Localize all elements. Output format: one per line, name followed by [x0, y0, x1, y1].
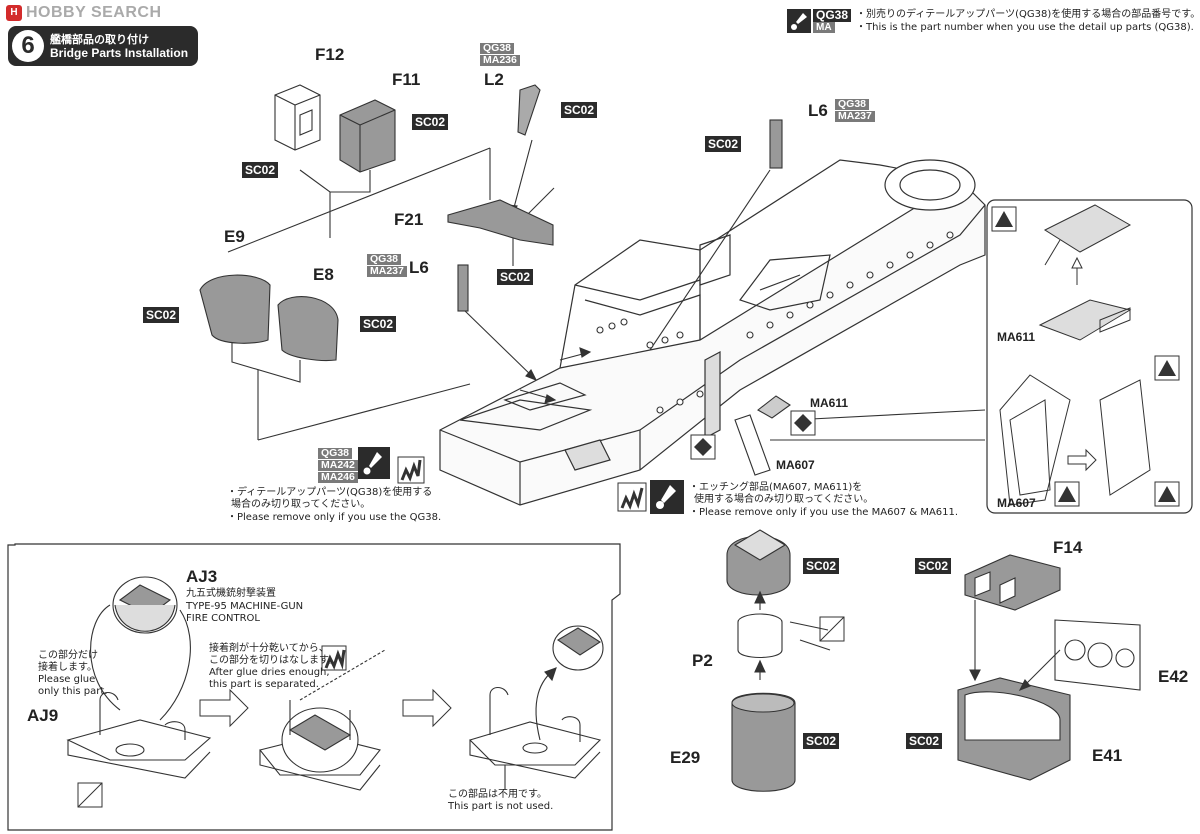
part-l6-ladder-b	[457, 264, 469, 312]
color-code-tag: SC02	[412, 114, 449, 130]
qg38-note-jp-2: 場合のみ切り取ってください。	[231, 499, 371, 510]
etch-diamond-icons	[690, 206, 1180, 507]
part-f21	[447, 199, 554, 246]
qg38-code-tag: MA242	[318, 460, 358, 471]
glue-note-jp-2: 接着します。	[38, 662, 97, 673]
plane-line-upper-left	[227, 147, 491, 253]
part-f11	[339, 99, 396, 173]
unused-note-en: This part is not used.	[448, 801, 554, 812]
part-label-ma611-inset: MA611	[997, 330, 1036, 344]
qg38-tag: QG38	[480, 43, 515, 54]
color-code-tag: SC02	[143, 307, 180, 323]
part-f12	[274, 84, 321, 151]
flow-arrow-1	[199, 688, 249, 728]
color-code-tag: SC02	[906, 733, 943, 749]
qg38-tag: QG38	[367, 254, 402, 265]
color-code-tag: SC02	[803, 733, 840, 749]
qg38-code-tag: MA236	[480, 55, 520, 66]
part-label-ma607-inset: MA607	[997, 496, 1036, 510]
legend-code-bottom: MA	[813, 22, 835, 33]
arrow-l6	[463, 309, 537, 381]
glue-note-en-1: Please glue	[38, 674, 96, 685]
legend-code-top: QG38	[813, 9, 852, 22]
part-l2	[517, 84, 541, 136]
qg38-tag: QG38	[318, 448, 353, 459]
part-label-e42: E42	[1158, 667, 1189, 686]
etch-note-jp-1: ・エッチング部品(MA607, MA611)を	[689, 482, 863, 493]
legend-note-en: ・This is the part number when you use th…	[856, 22, 1194, 33]
part-ma611-small	[757, 395, 791, 419]
part-label-e29: E29	[670, 748, 701, 767]
color-code-tag: SC02	[915, 558, 952, 574]
part-e9	[199, 274, 271, 344]
part-label-p2: P2	[692, 651, 713, 670]
center-assembly	[726, 529, 831, 792]
part-label-l6-top: L6	[808, 101, 828, 120]
part-label-l6-mid: L6	[409, 258, 429, 277]
glue-note-en-2: only this part.	[38, 686, 108, 697]
qg38-tag: QG38	[835, 99, 870, 110]
part-label-f11: F11	[392, 70, 421, 89]
part-label-f12: F12	[315, 45, 345, 64]
flow-arrow-2	[402, 688, 452, 728]
part-label-ma607-small: MA607	[776, 458, 815, 472]
part-label-l2: L2	[484, 70, 504, 89]
bracket-f12-f11	[299, 169, 371, 193]
color-code-tag: SC02	[561, 102, 598, 118]
glue-note-jp-1: この部分だけ	[38, 650, 98, 661]
dry-note-en-1: After glue dries enough,	[209, 667, 330, 678]
color-code-tag: SC02	[705, 136, 742, 152]
part-label-f21: F21	[394, 210, 424, 229]
legend-note-jp: ・別売りのディテールアップパーツ(QG38)を使用する場合の部品番号です。	[856, 9, 1200, 20]
part-label-aj9: AJ9	[27, 706, 59, 725]
color-code-tag: SC02	[497, 269, 534, 285]
dry-note-en-2: this part is separated.	[209, 679, 319, 690]
arrow-l2	[511, 139, 533, 216]
color-code-tag: SC02	[360, 316, 397, 332]
qg38-code-tag: MA246	[318, 472, 358, 483]
step-header: 6 艦橋部品の取り付け Bridge Parts Installation	[8, 26, 198, 66]
etch-note-jp-2: 使用する場合のみ切り取ってください。	[694, 494, 874, 505]
dry-note-jp-1: 接着剤が十分乾いてから、	[209, 643, 329, 654]
legend-icon	[787, 9, 811, 33]
part-label-e8: E8	[313, 265, 334, 284]
etch-note-en: ・Please remove only if you use the MA607…	[689, 507, 959, 518]
dry-note-jp-2: この部分を切りはなします。	[209, 655, 338, 666]
part-label-e41: E41	[1092, 746, 1123, 765]
hobby-search-logo: H HOBBY SEARCH	[6, 4, 162, 22]
part-label-f14: F14	[1053, 538, 1083, 557]
qg38-code-tag: MA237	[835, 111, 875, 122]
part-e8	[277, 296, 339, 362]
color-code-tag: SC02	[803, 558, 840, 574]
portholes	[596, 231, 954, 414]
aj3-assembly	[66, 576, 604, 791]
aj3-name-en-1: TYPE-95 MACHINE-GUN	[186, 601, 304, 612]
color-code-tag: SC02	[242, 162, 279, 178]
bracket-e9-e8	[231, 340, 301, 383]
aj3-name-en-2: FIRE CONTROL	[186, 613, 260, 624]
part-label-ma611-small: MA611	[810, 396, 849, 410]
unused-note-jp: この部品は不用です。	[448, 789, 547, 800]
bridge-hull	[439, 159, 986, 506]
part-l6-ladder	[769, 119, 783, 169]
step-number: 6	[12, 30, 44, 62]
qg38-note-jp-1: ・ディテールアップパーツ(QG38)を使用する	[227, 487, 433, 498]
aj3-name-jp: 九五式機銃射撃装置	[186, 588, 276, 599]
part-ma607-small	[734, 414, 771, 476]
qg38-note-en: ・Please remove only if you use the QG38.	[227, 512, 442, 523]
part-label-aj3: AJ3	[186, 567, 218, 586]
inset-panel-aj3	[7, 543, 621, 831]
logo-mark: H	[6, 5, 22, 21]
right-assembly	[957, 554, 1141, 781]
qg38-code-tag: MA237	[367, 266, 407, 277]
step-title-jp: 艦橋部品の取り付け	[50, 33, 149, 46]
step-title-en: Bridge Parts Installation	[50, 46, 189, 60]
logo-text: HOBBY SEARCH	[26, 4, 162, 21]
brush-icon	[791, 13, 807, 30]
part-label-e9: E9	[224, 227, 245, 246]
